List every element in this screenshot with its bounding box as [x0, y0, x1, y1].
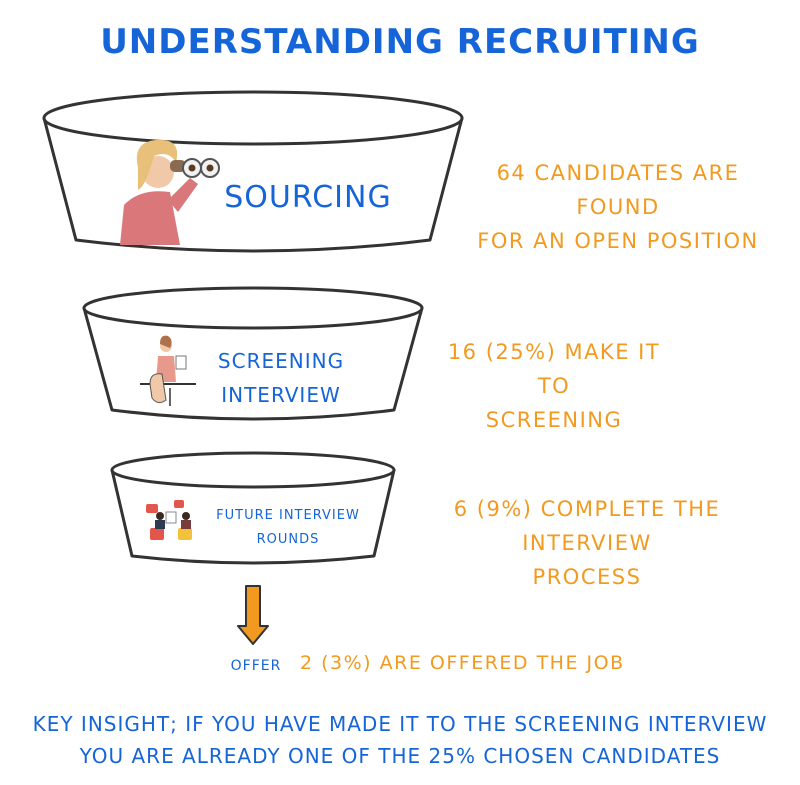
stage-label-screening-line2: interview — [221, 383, 341, 407]
key-insight: Key insight; if you have made it to the … — [0, 708, 800, 772]
key-insight-line1: Key insight; if you have made it to the … — [32, 712, 768, 736]
interview-illustration — [140, 335, 196, 406]
offer-note: 2 (3%) are offered the job — [300, 652, 625, 674]
key-insight-line2: you are already one of the 25% chosen ca… — [79, 744, 721, 768]
funnel-stage-2 — [82, 286, 424, 421]
stage-label-future-rounds-line1: Future interview — [216, 508, 360, 523]
binoculars-person-illustration — [120, 139, 220, 245]
stage-note-sourcing: 64 candidates are found for an open posi… — [462, 156, 774, 258]
stage-note-screening-line2: screening — [485, 408, 623, 432]
stage-note-screening-line1: 16 (25%) make it to — [447, 340, 661, 398]
stage-label-screening-line1: Screening — [217, 349, 345, 373]
stage-note-screening: 16 (25%) make it to screening — [432, 335, 676, 437]
stage-label-future-rounds: Future interview rounds — [196, 504, 380, 552]
stage-note-future-rounds-line1: 6 (9%) complete the interview — [453, 497, 721, 555]
stage-note-future-rounds: 6 (9%) complete the interview process — [398, 492, 776, 594]
offer-label: Offer — [230, 658, 282, 674]
stage-label-future-rounds-line2: rounds — [256, 532, 320, 547]
stage-note-sourcing-line1: 64 candidates are found — [496, 161, 740, 219]
stage-note-future-rounds-line2: process — [532, 565, 642, 589]
stage-label-sourcing: Sourcing — [224, 180, 392, 215]
stage-note-sourcing-line2: for an open position — [477, 229, 759, 253]
down-arrow-icon — [237, 585, 269, 645]
group-interview-illustration — [146, 500, 192, 540]
stage-label-screening: Screening interview — [196, 344, 366, 412]
page-title: Understanding Recruiting — [100, 22, 700, 62]
funnel-stage-1 — [42, 90, 464, 253]
